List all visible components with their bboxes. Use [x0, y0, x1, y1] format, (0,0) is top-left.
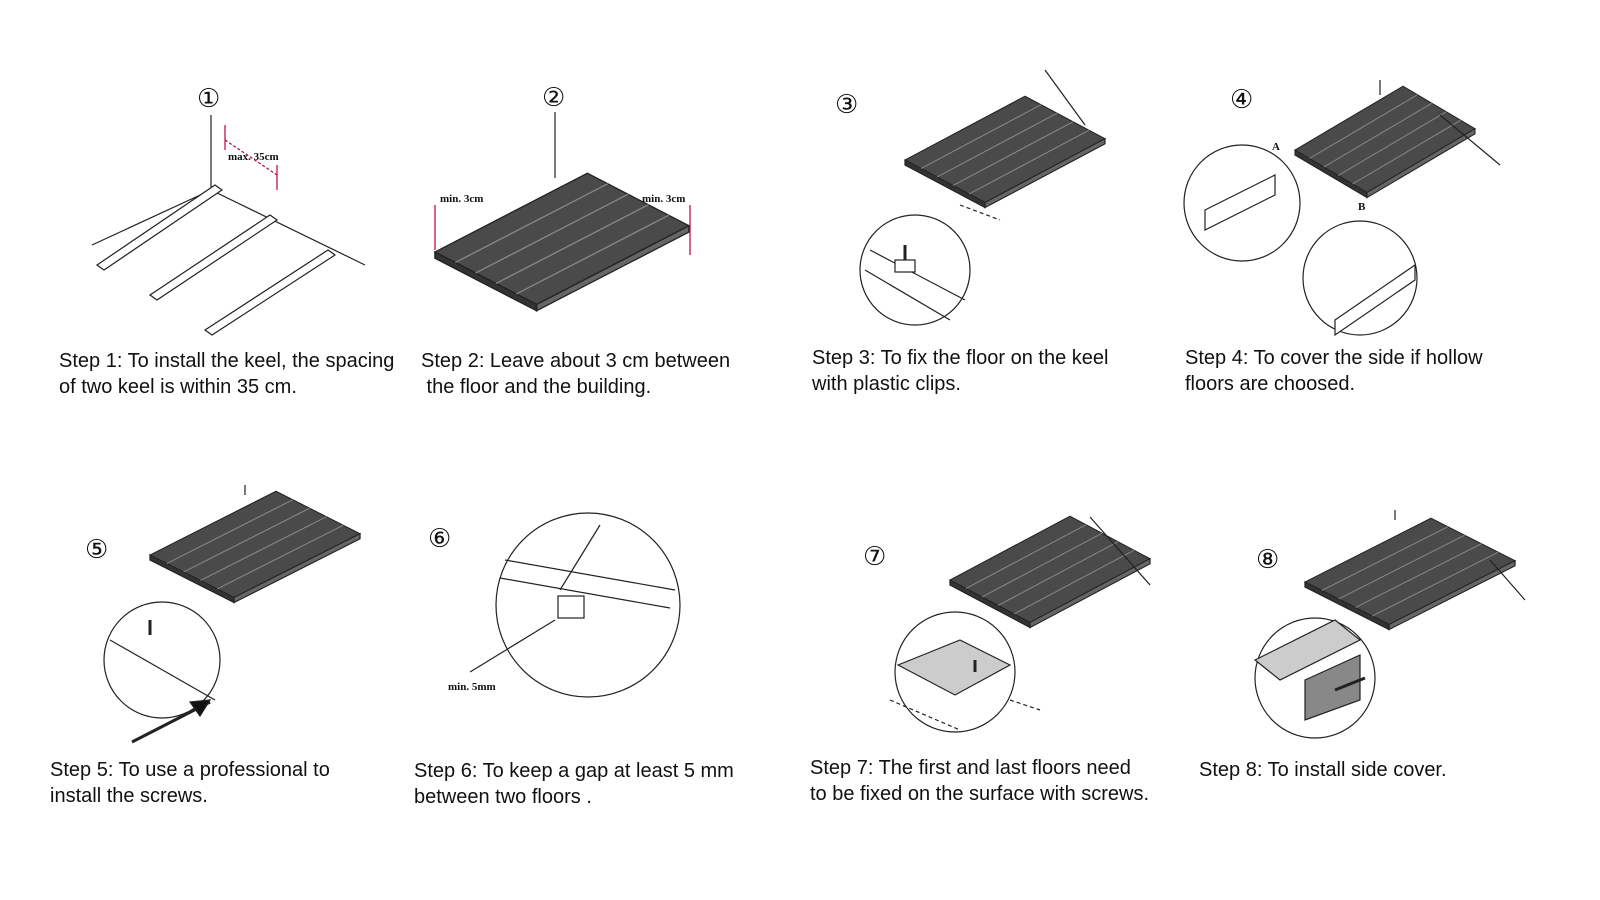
step5-illustration	[103, 485, 361, 744]
step5-number: ⑤	[85, 535, 108, 565]
step1-number: ①	[197, 84, 220, 114]
step1-caption: Step 1: To install the keel, the spacing…	[59, 350, 395, 398]
step2-label-left: min. 3cm	[440, 193, 483, 205]
step7-number: ⑦	[863, 542, 886, 572]
step4-illustration: A B	[1183, 80, 1501, 337]
step4-label-b: B	[1358, 201, 1366, 213]
step2-caption: Step 2: Leave about 3 cm between the flo…	[421, 350, 731, 398]
step6-caption: Step 6: To keep a gap at least 5 mm betw…	[414, 760, 734, 808]
step1-illustration: max. 35cm	[91, 115, 366, 336]
step7-caption: Step 7: The first and last floors need t…	[810, 757, 1150, 805]
step4-number: ④	[1230, 85, 1253, 115]
step3-caption: Step 3: To fix the floor on the keel wit…	[812, 347, 1109, 395]
step1-label-max35cm: max. 35cm	[228, 151, 279, 163]
step2-illustration: min. 3cm min. 3cm	[434, 112, 691, 312]
step4-label-a: A	[1272, 141, 1280, 153]
step6-label-min5mm: min. 5mm	[448, 681, 496, 693]
step3-illustration	[859, 69, 1106, 326]
step7-illustration	[889, 515, 1151, 733]
step2-label-right: min. 3cm	[642, 193, 685, 205]
step8-number: ⑧	[1256, 545, 1279, 575]
step3-number: ③	[835, 90, 858, 120]
step2-number: ②	[542, 83, 565, 113]
step8-caption: Step 8: To install side cover.	[1199, 759, 1447, 781]
step6-number: ⑥	[428, 524, 451, 554]
step5-caption: Step 5: To use a professional to install…	[50, 759, 330, 807]
step4-caption: Step 4: To cover the side if hollow floo…	[1185, 347, 1483, 395]
step8-illustration	[1253, 510, 1526, 739]
step6-illustration: min. 5mm	[448, 512, 681, 698]
